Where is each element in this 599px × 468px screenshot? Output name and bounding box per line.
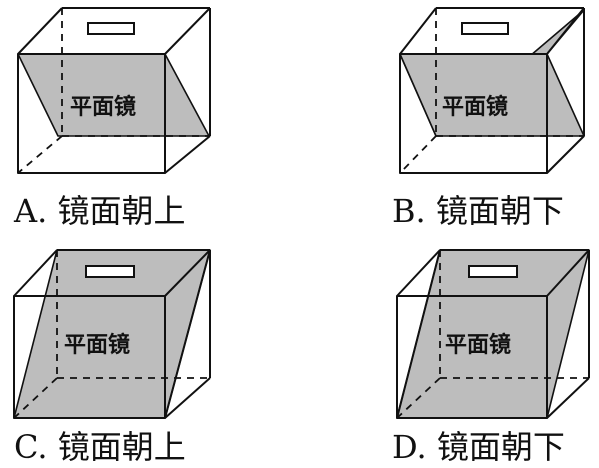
box-c (13, 249, 211, 419)
option-d: 平面镜 D. 镜面朝下 (392, 249, 590, 466)
option-b: 平面镜 B. 镜面朝下 (392, 7, 585, 230)
mirror-label-d: 平面镜 (445, 332, 511, 358)
caption-c: C. 镜面朝上 (14, 428, 186, 466)
mirror-label-c: 平面镜 (64, 332, 130, 358)
box-b (399, 7, 585, 174)
caption-d: D. 镜面朝下 (392, 428, 565, 466)
coin-slot-b (461, 22, 509, 35)
caption-b: B. 镜面朝下 (392, 192, 564, 230)
caption-a: A. 镜面朝上 (13, 192, 185, 230)
coin-slot-c (85, 265, 135, 278)
mirror-label-b: 平面镜 (442, 94, 508, 120)
option-a: 平面镜 A. 镜面朝上 (13, 7, 211, 230)
box-a (17, 7, 211, 174)
coin-slot-a (87, 22, 135, 35)
box-d (396, 249, 590, 419)
option-c: 平面镜 C. 镜面朝上 (13, 249, 211, 466)
coin-slot-d (468, 265, 518, 278)
mirror-label-a: 平面镜 (70, 94, 136, 120)
